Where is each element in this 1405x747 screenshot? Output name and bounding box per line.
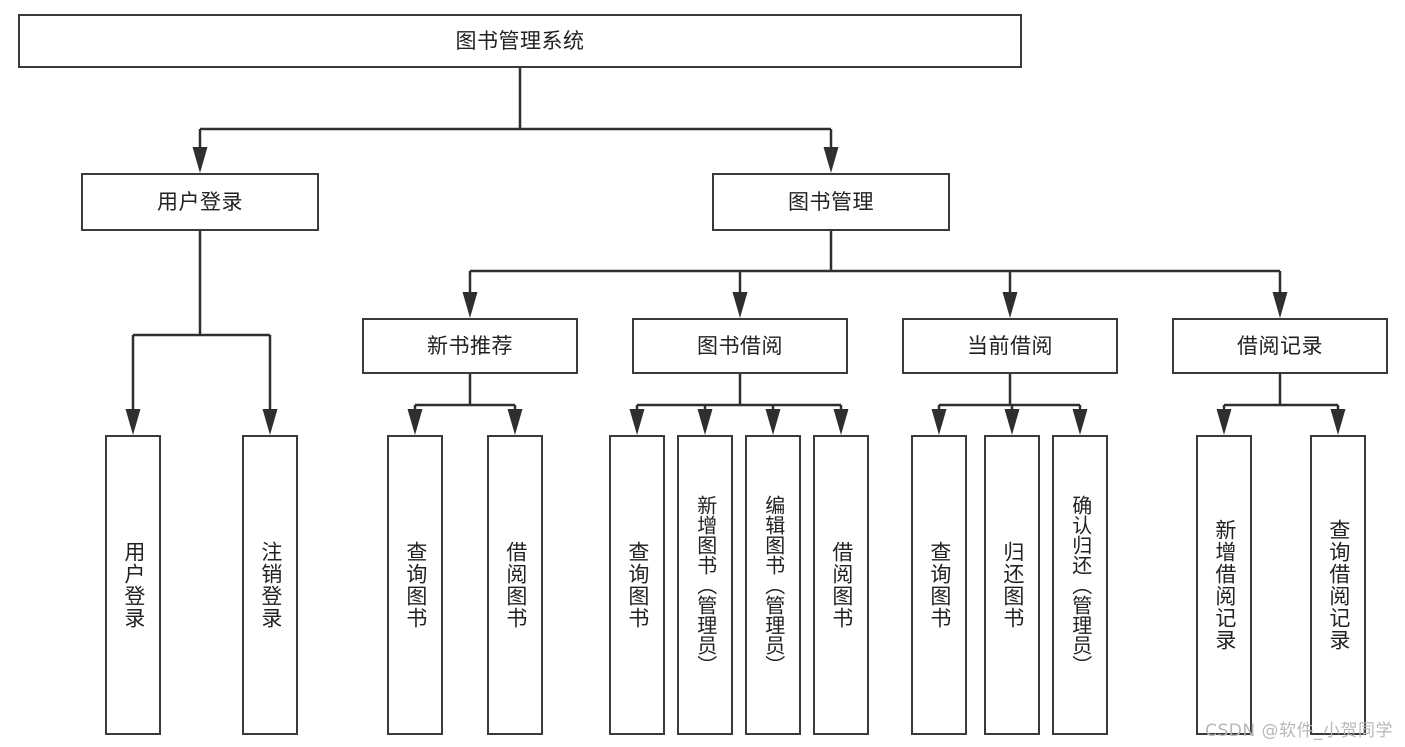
node-leaf-add-book-admin[interactable]: 新增图书（管理员） (677, 435, 733, 735)
connector-arrowhead-12 (765, 409, 781, 435)
node-label: 借阅图书 (829, 541, 854, 629)
node-label: 查询借阅记录 (1326, 519, 1351, 651)
connector-arrowhead-11 (697, 409, 713, 435)
node-leaf-return-book[interactable]: 归还图书 (984, 435, 1040, 735)
node-label: 编辑图书（管理员） (761, 495, 786, 675)
connector-arrowhead-18 (1330, 409, 1346, 435)
node-label: 确认归还（管理员） (1068, 495, 1093, 675)
node-label: 新增借阅记录 (1212, 519, 1237, 651)
node-label: 用户登录 (157, 189, 243, 214)
watermark-text: CSDN @软件_小贺同学 (1205, 721, 1393, 741)
node-book-borrow[interactable]: 图书借阅 (632, 318, 848, 374)
connector-arrowhead-10 (629, 409, 645, 435)
node-leaf-user-logout[interactable]: 注销登录 (242, 435, 298, 735)
connector-arrowhead-5 (1272, 292, 1288, 318)
node-label: 当前借阅 (967, 333, 1053, 358)
connector-arrowhead-16 (1072, 409, 1088, 435)
connector-arrowhead-7 (262, 409, 278, 435)
connector-arrowhead-17 (1216, 409, 1232, 435)
connector-arrowhead-13 (833, 409, 849, 435)
node-current-borrow[interactable]: 当前借阅 (902, 318, 1118, 374)
node-leaf-query-borrow-record[interactable]: 查询借阅记录 (1310, 435, 1366, 735)
node-label: 图书管理 (788, 189, 874, 214)
connector-arrowhead-9 (507, 409, 523, 435)
node-leaf-query-book-1[interactable]: 查询图书 (387, 435, 443, 735)
node-book-management[interactable]: 图书管理 (712, 173, 950, 231)
node-label: 查询图书 (403, 541, 428, 629)
node-label: 借阅记录 (1237, 333, 1323, 358)
connector-arrowhead-1 (823, 147, 839, 173)
connector-arrowhead-0 (192, 147, 208, 173)
node-label: 图书管理系统 (455, 28, 585, 53)
node-leaf-query-book-2[interactable]: 查询图书 (609, 435, 665, 735)
node-new-book-recommend[interactable]: 新书推荐 (362, 318, 578, 374)
node-label: 借阅图书 (503, 541, 528, 629)
node-label: 图书借阅 (697, 333, 783, 358)
connector-arrowhead-8 (407, 409, 423, 435)
node-label: 用户登录 (121, 541, 146, 629)
node-root[interactable]: 图书管理系统 (18, 14, 1022, 68)
node-label: 注销登录 (258, 541, 283, 629)
node-label: 新增图书（管理员） (693, 495, 718, 675)
node-label: 查询图书 (927, 541, 952, 629)
node-label: 查询图书 (625, 541, 650, 629)
connector-arrowhead-15 (1004, 409, 1020, 435)
node-leaf-confirm-return-admin[interactable]: 确认归还（管理员） (1052, 435, 1108, 735)
connector-arrowhead-14 (931, 409, 947, 435)
node-label: 新书推荐 (427, 333, 513, 358)
node-leaf-edit-book-admin[interactable]: 编辑图书（管理员） (745, 435, 801, 735)
node-borrow-records[interactable]: 借阅记录 (1172, 318, 1388, 374)
node-leaf-user-login[interactable]: 用户登录 (105, 435, 161, 735)
node-leaf-query-book-3[interactable]: 查询图书 (911, 435, 967, 735)
connector-arrowhead-3 (732, 292, 748, 318)
node-user-login[interactable]: 用户登录 (81, 173, 319, 231)
connector-arrowhead-6 (125, 409, 141, 435)
connector-arrowhead-4 (1002, 292, 1018, 318)
connector-arrowhead-2 (462, 292, 478, 318)
node-label: 归还图书 (1000, 541, 1025, 629)
node-leaf-add-borrow-record[interactable]: 新增借阅记录 (1196, 435, 1252, 735)
node-leaf-borrow-book-1[interactable]: 借阅图书 (487, 435, 543, 735)
node-leaf-borrow-book-2[interactable]: 借阅图书 (813, 435, 869, 735)
